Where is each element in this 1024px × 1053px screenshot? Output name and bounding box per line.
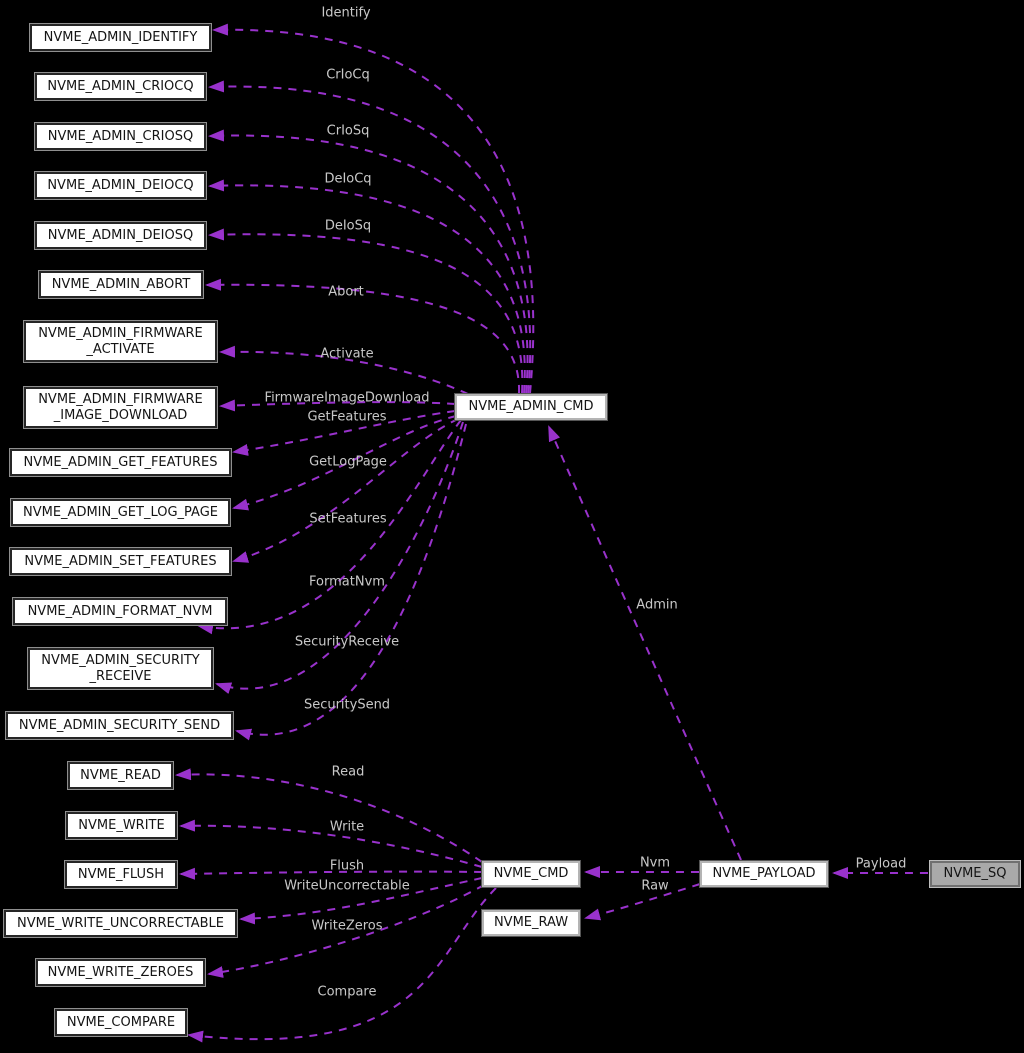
edge-label-write: Write (329, 819, 365, 835)
node-nvme-admin-identify[interactable]: NVME_ADMIN_IDENTIFY (29, 23, 212, 52)
node-nvme-admin-abort[interactable]: NVME_ADMIN_ABORT (38, 270, 204, 299)
node-nvme-write-zeroes[interactable]: NVME_WRITE_ZEROES (35, 958, 206, 987)
edge-compare (187, 887, 497, 1043)
node-nvme-cmd[interactable]: NVME_CMD (481, 860, 581, 888)
node-nvme-admin-format-nvm[interactable]: NVME_ADMIN_FORMAT_NVM (12, 597, 228, 626)
edge-criosq (208, 129, 529, 394)
node-nvme-raw[interactable]: NVME_RAW (481, 909, 581, 937)
edge-setfeatures (232, 418, 459, 563)
edge-label-criosq: CrIoSq (326, 123, 370, 139)
edge-label-firmwareimagedownload: FirmwareImageDownload (264, 390, 430, 406)
edge-getlogpage (232, 415, 457, 511)
edge-flush (179, 867, 483, 880)
node-nvme-payload[interactable]: NVME_PAYLOAD (699, 860, 829, 888)
edge-label-deiocq: DeIoCq (324, 171, 372, 187)
edge-label-securitysend: SecuritySend (303, 697, 391, 713)
node-nvme-write-uncorrectable[interactable]: NVME_WRITE_UNCORRECTABLE (3, 909, 238, 938)
node-nvme-admin-security-send[interactable]: NVME_ADMIN_SECURITY_SEND (5, 711, 234, 740)
node-nvme-admin-deiosq[interactable]: NVME_ADMIN_DEIOSQ (34, 221, 207, 250)
edge-formatnvm (197, 419, 462, 635)
edge-writeuncorrectable (239, 877, 483, 925)
node-nvme-admin-security-receive[interactable]: NVME_ADMIN_SECURITY _RECEIVE (27, 647, 214, 690)
edge-label-securityreceive: SecurityReceive (294, 634, 400, 650)
edge-label-nvm: Nvm (639, 855, 671, 871)
edge-label-payload: Payload (855, 856, 907, 872)
edge-criocq (208, 80, 532, 394)
edge-label-flush: Flush (329, 858, 365, 874)
edge-abort (205, 278, 521, 394)
edge-securitysend (235, 423, 467, 741)
edge-label-formatnvm: FormatNvm (309, 574, 385, 590)
edge-getfeatures (232, 410, 456, 456)
edge-label-writeuncorrectable: WriteUncorrectable (284, 878, 410, 894)
edge-label-setfeatures: SetFeatures (309, 511, 387, 527)
edge-raw (584, 883, 701, 921)
edge-label-getfeatures: GetFeatures (307, 409, 387, 425)
edge-identify (212, 23, 535, 394)
node-nvme-admin-firmware-activate[interactable]: NVME_ADMIN_FIRMWARE _ACTIVATE (23, 320, 218, 363)
edge-activate (219, 345, 469, 395)
node-nvme-sq: NVME_SQ (929, 860, 1021, 888)
edge-writezeros (207, 884, 485, 978)
edge-label-activate: Activate (320, 346, 374, 362)
edge-admin (548, 425, 742, 861)
node-nvme-admin-criosq[interactable]: NVME_ADMIN_CRIOSQ (34, 122, 207, 151)
edge-label-raw: Raw (641, 878, 669, 894)
edge-label-writezeros: WriteZeros (311, 918, 383, 934)
node-nvme-admin-criocq[interactable]: NVME_ADMIN_CRIOCQ (34, 72, 207, 101)
edge-label-admin: Admin (636, 597, 678, 613)
edge-label-getlogpage: GetLogPage (309, 454, 387, 470)
edge-securityreceive (215, 421, 464, 694)
node-nvme-admin-firmware-image-download[interactable]: NVME_ADMIN_FIRMWARE _IMAGE_DOWNLOAD (23, 386, 218, 429)
edge-deiocq (208, 179, 526, 394)
node-nvme-admin-get-features[interactable]: NVME_ADMIN_GET_FEATURES (9, 448, 232, 477)
node-nvme-read[interactable]: NVME_READ (67, 761, 174, 790)
node-nvme-write[interactable]: NVME_WRITE (65, 811, 178, 840)
edge-label-deiosq: DeIoSq (324, 218, 372, 234)
node-nvme-flush[interactable]: NVME_FLUSH (64, 860, 178, 889)
edge-write (179, 819, 483, 868)
edge-label-compare: Compare (317, 984, 377, 1000)
edge-label-read: Read (331, 764, 365, 780)
node-nvme-admin-get-log-page[interactable]: NVME_ADMIN_GET_LOG_PAGE (10, 498, 231, 527)
edge-label-criocq: CrIoCq (326, 67, 370, 83)
edge-read (175, 768, 483, 863)
node-nvme-admin-set-features[interactable]: NVME_ADMIN_SET_FEATURES (9, 547, 232, 576)
edge-deiosq (208, 228, 524, 394)
node-nvme-compare[interactable]: NVME_COMPARE (54, 1008, 188, 1037)
node-nvme-admin-deiocq[interactable]: NVME_ADMIN_DEIOCQ (34, 171, 207, 200)
edge-label-abort: Abort (328, 284, 364, 300)
edge-firmwareimagedownload (219, 399, 456, 412)
node-nvme-admin-cmd[interactable]: NVME_ADMIN_CMD (454, 393, 608, 421)
edge-label-identify: Identify (321, 5, 371, 21)
